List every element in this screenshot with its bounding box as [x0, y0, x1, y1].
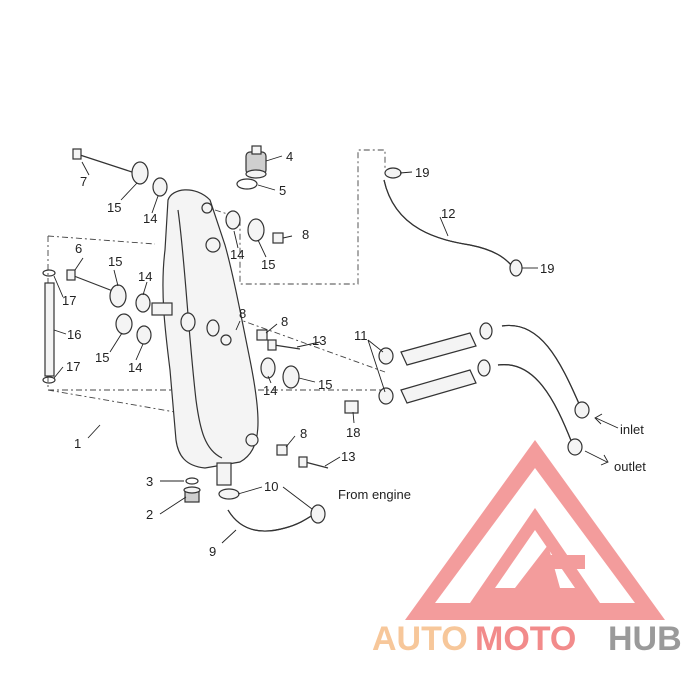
callout-7: 7 [80, 174, 87, 189]
drain-plug [183, 486, 201, 503]
leader-lines [53, 155, 538, 544]
callout-19-upper: 19 [415, 165, 429, 180]
callout-15-left: 15 [108, 254, 122, 269]
callout-5: 5 [279, 183, 286, 198]
watermark-text-moto: MOTO [475, 620, 576, 658]
watermark-text: AUTO MOTO HUB [372, 620, 682, 658]
callout-8-tank: 8 [239, 306, 246, 321]
long-bolt-upper [72, 148, 133, 173]
long-bolt-lower [66, 269, 119, 294]
callout-15-right: 15 [261, 257, 275, 272]
callout-14-top: 14 [143, 211, 157, 226]
callout-8-upper: 8 [302, 227, 309, 242]
callout-19-lower: 19 [540, 261, 554, 276]
callout-16: 16 [67, 327, 81, 342]
return-hose [218, 488, 326, 532]
callout-4: 4 [286, 149, 293, 164]
callout-14-right: 14 [230, 247, 244, 262]
callout-8-lower: 8 [300, 426, 307, 441]
oil-tank [162, 189, 259, 486]
oil-lines [378, 322, 590, 456]
callout-6: 6 [75, 241, 82, 256]
from-engine-label: From engine [338, 487, 411, 502]
nuts-and-bolts [256, 232, 329, 469]
callout-14-left: 14 [138, 269, 152, 284]
callout-13-upper: 13 [312, 333, 326, 348]
callout-17-lower: 17 [66, 359, 80, 374]
callout-3: 3 [146, 474, 153, 489]
callout-12: 12 [441, 206, 455, 221]
callout-2: 2 [146, 507, 153, 522]
callout-11: 11 [354, 328, 368, 343]
watermark-logo [405, 440, 665, 620]
drain-washer [185, 477, 199, 485]
callout-10: 10 [264, 479, 278, 494]
outlet-label: outlet [614, 459, 646, 474]
callout-9: 9 [209, 544, 216, 559]
callout-13-lower: 13 [341, 449, 355, 464]
o-ring [236, 178, 258, 190]
spacer [344, 400, 359, 414]
callout-15-top: 15 [107, 200, 121, 215]
filler-cap [245, 145, 267, 179]
watermark-text-auto: AUTO [372, 620, 468, 658]
callout-18: 18 [346, 425, 360, 440]
callout-14-lower-left: 14 [128, 360, 142, 375]
vent-hose [383, 167, 523, 277]
callout-numbers: 1 2 3 4 5 6 7 8 8 8 8 9 10 11 12 13 13 1… [62, 149, 554, 559]
breather-pipe [42, 269, 56, 384]
callout-15-lower-right: 15 [318, 377, 332, 392]
callout-17-upper: 17 [62, 293, 76, 308]
callout-8-middle: 8 [281, 314, 288, 329]
inlet-label: inlet [620, 422, 644, 437]
flow-arrows [584, 413, 619, 466]
callout-14-lower-right: 14 [263, 383, 277, 398]
callout-15-lower-left: 15 [95, 350, 109, 365]
watermark-text-hub: HUB [608, 620, 682, 658]
callout-1: 1 [74, 436, 81, 451]
